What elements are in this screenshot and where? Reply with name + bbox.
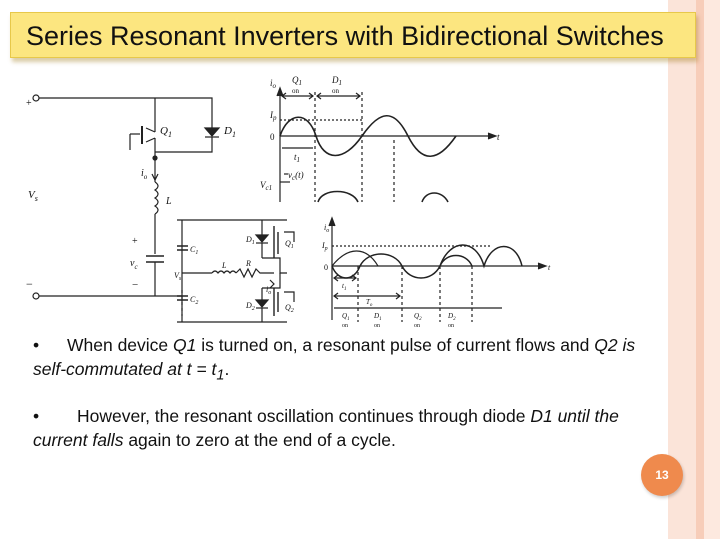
waveform-2: io Ip 0 t t1 To Q1 on D1 on Q2 on D2 on	[321, 216, 551, 329]
w2-zero-label: 0	[324, 263, 328, 272]
terminal	[32, 94, 40, 102]
w2-state-q2: Q2	[414, 312, 422, 322]
cap-plus: +	[132, 236, 138, 247]
r-label: R	[245, 259, 251, 268]
waveform-1: io Ip 0 t t1 vc(t) Vc1 Q1 on D1 on	[260, 75, 500, 203]
bullet-2: • However, the resonant oscillation conti…	[33, 404, 673, 452]
plus-sign: +	[26, 98, 32, 109]
w1-q1-state: on	[292, 87, 300, 95]
w2-state-d1: D1	[373, 312, 382, 322]
cap-minus: −	[132, 279, 138, 291]
w2-peak-label: Ip	[321, 241, 328, 252]
bullet-marker: •	[33, 335, 40, 355]
bullet-2-text-b: again to zero at the end of a cycle.	[123, 430, 396, 450]
w1-zero-label: 0	[270, 132, 275, 142]
w1-vc1-label: Vc1	[260, 180, 272, 192]
q2-label: Q2	[285, 303, 294, 314]
d1-label: D1	[245, 235, 255, 246]
w2-state-d1-on: on	[374, 323, 380, 329]
w2-state-q1-on: on	[342, 323, 348, 329]
io-label: io	[266, 285, 271, 296]
title-banner	[10, 12, 696, 58]
background-stripe	[668, 0, 696, 539]
c2-label: C2	[190, 295, 198, 306]
bullet-1-q2: Q2 is self-commutated at t = t	[33, 335, 636, 379]
bullet-1-q1: Q1	[173, 335, 197, 355]
bullet-1: • When device Q1 is turned on, a resonant…	[33, 333, 673, 388]
w1-peak-label: Ip	[269, 110, 277, 122]
w2-state-d2: D2	[447, 312, 456, 322]
diode-label: D1	[223, 125, 236, 139]
bullet-2-d1: D1 until the current falls	[33, 406, 619, 450]
bullet-1-text-b: is turned on, a resonant pulse of curren…	[196, 335, 595, 355]
background-stripe	[704, 0, 720, 539]
circuit-2: C1 C2 Vs L R io D1 Q1 D2 Q2	[174, 219, 295, 323]
w2-state-d2-on: on	[448, 323, 454, 329]
d2-label: D2	[245, 301, 255, 312]
w1-t1-label: t1	[294, 152, 300, 164]
bullet-marker: •	[33, 406, 40, 426]
w1-d1-state: on	[332, 87, 340, 95]
w2-t-axis-label: t	[548, 263, 551, 272]
w1-y-label: io	[270, 78, 277, 90]
w2-state-q1: Q1	[342, 312, 350, 322]
w2-period-label: To	[366, 298, 373, 308]
cap-voltage-label: vc	[130, 258, 138, 271]
background-stripe	[696, 0, 704, 539]
w1-vc-label: vc(t)	[288, 170, 304, 182]
circuit-1: + − Vs Q1 D1 io L vc + −	[26, 94, 236, 316]
bullet-1-period: .	[224, 359, 230, 379]
w2-t1-label: t1	[342, 282, 346, 292]
bullet-1-sub: 1	[216, 367, 225, 384]
switch-label: Q1	[160, 125, 172, 139]
minus-sign: −	[26, 277, 33, 291]
c1-label: C1	[190, 245, 198, 256]
slide-title: Series Resonant Inverters with Bidirecti…	[26, 21, 664, 51]
w2-y-label: io	[324, 223, 329, 234]
page-number-badge: 13	[641, 454, 683, 496]
figure: + − Vs Q1 D1 io L vc + − io Ip 0 t	[22, 70, 582, 330]
circuit-figure-svg: + − Vs Q1 D1 io L vc + − io Ip 0 t	[26, 75, 551, 329]
l-label: L	[221, 261, 227, 270]
terminal	[32, 292, 40, 300]
source-label: Vs	[28, 189, 38, 203]
inductor-label: L	[165, 196, 172, 207]
bullet-2-text-a: However, the resonant oscillation contin…	[77, 406, 531, 426]
bullet-1-text-a: When device	[67, 335, 174, 355]
vs-label: Vs	[174, 271, 182, 282]
w1-q1-label: Q1	[292, 75, 302, 87]
q1-label: Q1	[285, 239, 294, 250]
w1-d1-label: D1	[331, 75, 342, 87]
w1-t-axis-label: t	[497, 132, 500, 142]
w2-state-q2-on: on	[414, 323, 420, 329]
current-label: io	[141, 168, 148, 181]
